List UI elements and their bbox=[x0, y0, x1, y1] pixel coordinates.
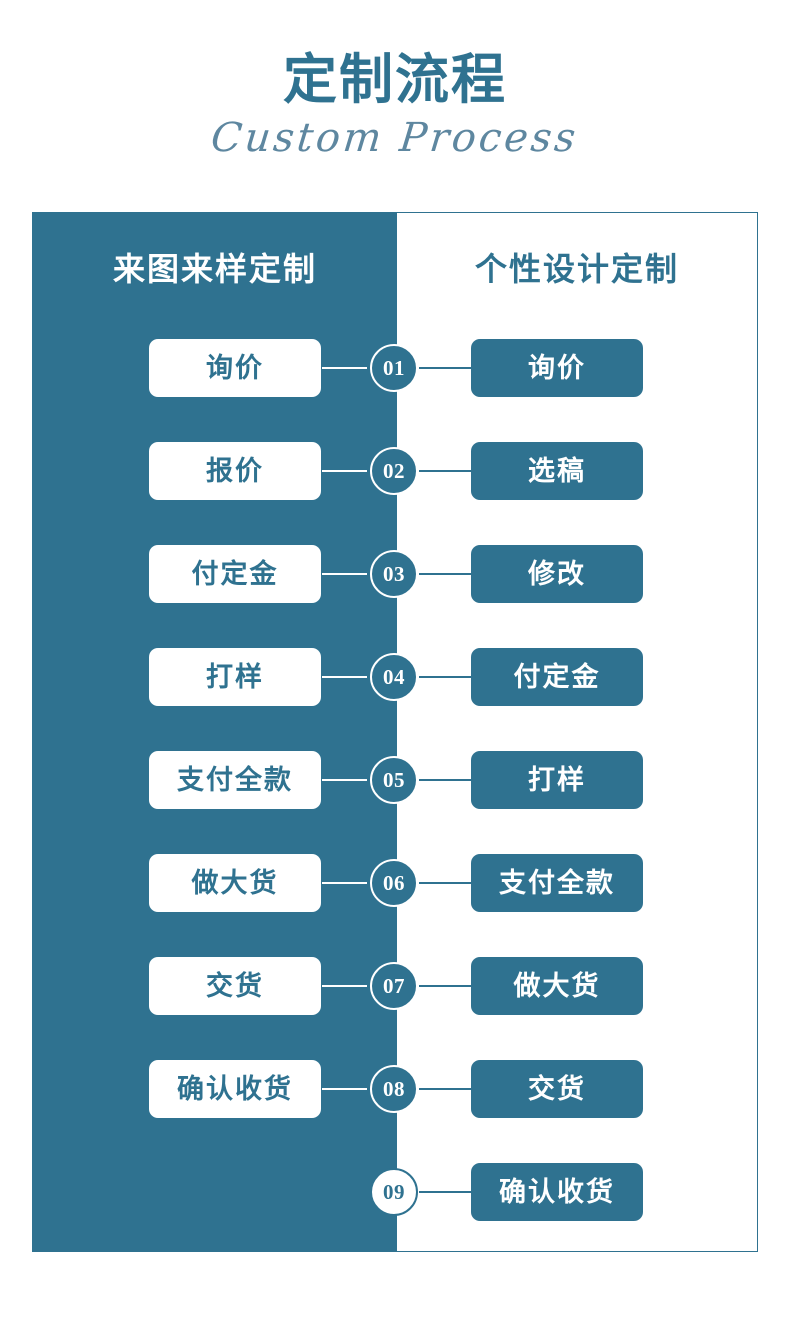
step-number-label: 03 bbox=[383, 562, 405, 586]
process-row: 交货 07 做大货 bbox=[33, 957, 757, 1015]
connector-line-right bbox=[419, 985, 471, 987]
process-row: 做大货 06 支付全款 bbox=[33, 854, 757, 912]
process-row: 付定金 03 修改 bbox=[33, 545, 757, 603]
step-number-label: 04 bbox=[383, 665, 405, 689]
connector-line-left bbox=[322, 470, 367, 472]
step-number-circle: 02 bbox=[370, 447, 418, 495]
connector-line-left bbox=[322, 779, 367, 781]
connector-line-left bbox=[322, 676, 367, 678]
step-box-right[interactable]: 询价 bbox=[471, 339, 643, 397]
connector-line-right bbox=[419, 470, 471, 472]
process-diagram: 来图来样定制 个性设计定制 询价 01 询价报价 02 选稿付定金 03 修改打样 04 付定金… bbox=[32, 212, 758, 1252]
step-number-circle: 07 bbox=[370, 962, 418, 1010]
connector-line-right bbox=[419, 1191, 471, 1193]
step-number-label: 08 bbox=[383, 1077, 405, 1101]
process-row: 询价 01 询价 bbox=[33, 339, 757, 397]
step-box-right[interactable]: 选稿 bbox=[471, 442, 643, 500]
step-box-left[interactable]: 付定金 bbox=[149, 545, 321, 603]
step-box-left[interactable]: 确认收货 bbox=[149, 1060, 321, 1118]
step-box-right[interactable]: 做大货 bbox=[471, 957, 643, 1015]
step-box-right[interactable]: 交货 bbox=[471, 1060, 643, 1118]
connector-line-right bbox=[419, 676, 471, 678]
page-title: 定制流程 bbox=[283, 50, 507, 110]
connector-line-right bbox=[419, 779, 471, 781]
connector-line-left bbox=[322, 367, 367, 369]
column-heading-right: 个性设计定制 bbox=[474, 251, 679, 287]
step-number-label: 07 bbox=[383, 974, 405, 998]
step-number-label: 09 bbox=[383, 1180, 405, 1204]
step-number-circle: 05 bbox=[370, 756, 418, 804]
connector-line-left bbox=[322, 573, 367, 575]
connector-line-right bbox=[419, 367, 471, 369]
step-box-left[interactable]: 报价 bbox=[149, 442, 321, 500]
connector-line-right bbox=[419, 1088, 471, 1090]
step-number-circle: 08 bbox=[370, 1065, 418, 1113]
step-number-label: 06 bbox=[383, 871, 405, 895]
step-number-circle: 01 bbox=[370, 344, 418, 392]
process-row: 打样 04 付定金 bbox=[33, 648, 757, 706]
step-number-circle: 06 bbox=[370, 859, 418, 907]
step-number-label: 01 bbox=[383, 356, 405, 380]
step-box-left[interactable]: 打样 bbox=[149, 648, 321, 706]
step-number-circle: 04 bbox=[370, 653, 418, 701]
step-number-label: 05 bbox=[383, 768, 405, 792]
step-number-circle: 03 bbox=[370, 550, 418, 598]
page-subtitle: Custom Process bbox=[208, 115, 581, 162]
step-box-right[interactable]: 确认收货 bbox=[471, 1163, 643, 1221]
process-row: 09 确认收货 bbox=[33, 1163, 757, 1221]
step-number-circle: 09 bbox=[370, 1168, 418, 1216]
step-box-left[interactable]: 做大货 bbox=[149, 854, 321, 912]
step-box-right[interactable]: 支付全款 bbox=[471, 854, 643, 912]
step-box-right[interactable]: 修改 bbox=[471, 545, 643, 603]
step-box-right[interactable]: 打样 bbox=[471, 751, 643, 809]
process-row: 报价 02 选稿 bbox=[33, 442, 757, 500]
column-heading-left: 来图来样定制 bbox=[112, 251, 317, 287]
step-number-label: 02 bbox=[383, 459, 405, 483]
connector-line-left bbox=[322, 882, 367, 884]
process-rows: 询价 01 询价报价 02 选稿付定金 03 修改打样 04 付定金支付全款 05 打样做大货 06 支… bbox=[33, 213, 757, 1251]
step-box-left[interactable]: 交货 bbox=[149, 957, 321, 1015]
step-box-right[interactable]: 付定金 bbox=[471, 648, 643, 706]
connector-line-right bbox=[419, 573, 471, 575]
connector-line-left bbox=[322, 1088, 367, 1090]
step-box-left[interactable]: 支付全款 bbox=[149, 751, 321, 809]
connector-line-left bbox=[322, 985, 367, 987]
connector-line-right bbox=[419, 882, 471, 884]
process-row: 支付全款 05 打样 bbox=[33, 751, 757, 809]
process-row: 确认收货 08 交货 bbox=[33, 1060, 757, 1118]
page-header: 定制流程 Custom Process bbox=[0, 0, 790, 200]
step-box-left[interactable]: 询价 bbox=[149, 339, 321, 397]
